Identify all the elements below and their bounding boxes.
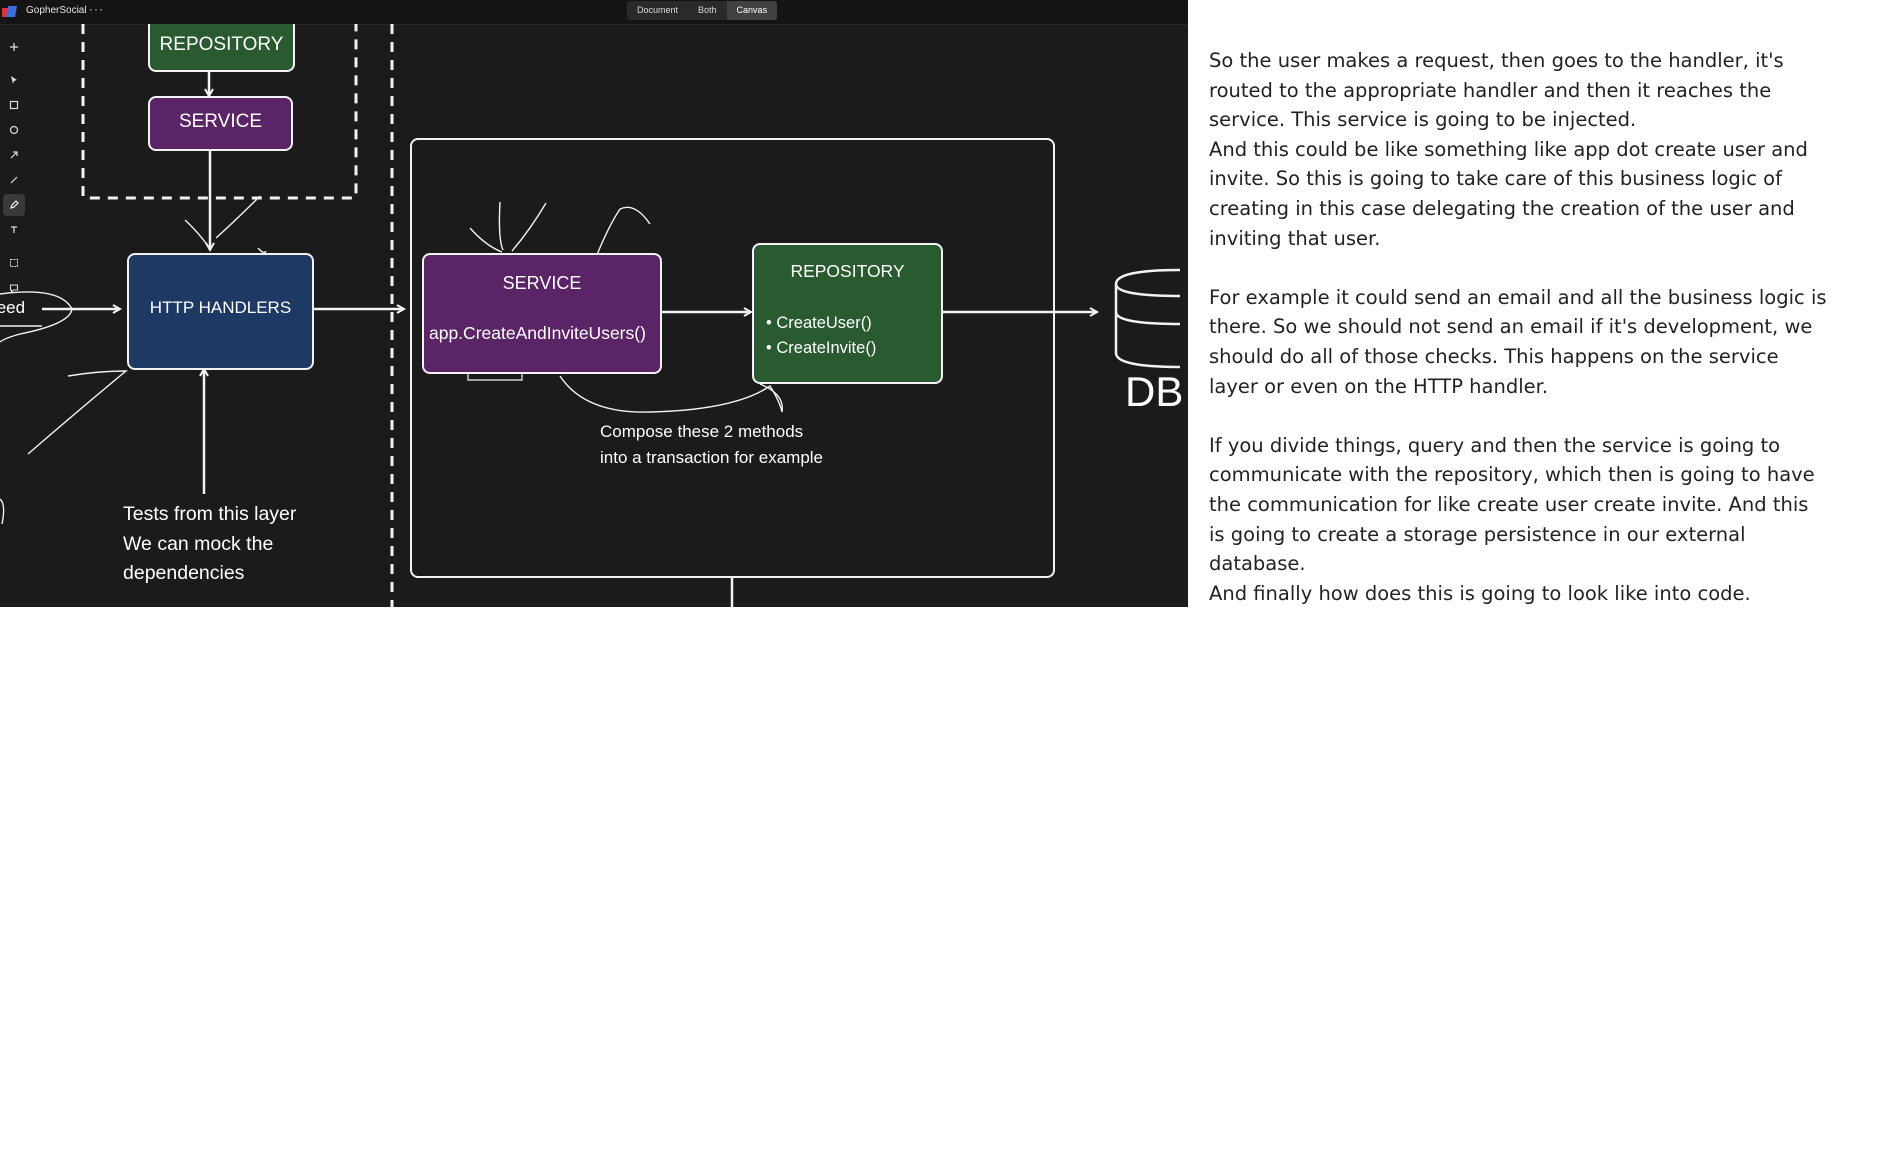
ellipse-icon[interactable] xyxy=(3,119,25,141)
compose-note-line-1: Compose these 2 methods xyxy=(600,422,804,441)
top-service-box[interactable] xyxy=(148,96,293,151)
app-logo-icon xyxy=(2,6,17,17)
db-label: DB xyxy=(1125,368,1184,415)
more-menu-icon[interactable]: ··· xyxy=(89,2,104,16)
repository-title: REPOSITORY xyxy=(790,261,905,281)
service-box[interactable] xyxy=(422,253,662,374)
tool-rail xyxy=(3,36,25,302)
app-window: GopherSocial ··· Document Both Canvas xyxy=(0,0,1188,607)
arrow-tool-icon[interactable] xyxy=(3,144,25,166)
tests-note-line-2: We can mock the xyxy=(123,533,274,555)
view-mode-tabs: Document Both Canvas xyxy=(627,1,778,20)
transcript-paragraph: If you divide things, query and then the… xyxy=(1209,433,1815,605)
select-arrow-icon[interactable] xyxy=(3,69,25,91)
service-title: SERVICE xyxy=(502,273,582,293)
pencil-icon[interactable] xyxy=(3,194,25,216)
tab-document[interactable]: Document xyxy=(637,5,679,15)
text-tool-icon[interactable] xyxy=(3,219,25,241)
tab-both[interactable]: Both xyxy=(698,5,717,15)
whiteboard-canvas[interactable]: REPOSITORY SERVICE feed HTTP HANDLERS SE… xyxy=(0,24,1188,607)
line-tool-icon[interactable] xyxy=(3,169,25,191)
transcript-panel: So the user makes a request, then goes t… xyxy=(1209,46,1829,638)
app-title: GopherSocial xyxy=(26,5,87,16)
repository-method-create-user: • CreateUser() xyxy=(766,314,872,332)
top-repository-box[interactable] xyxy=(148,24,295,72)
tab-canvas[interactable]: Canvas xyxy=(726,1,778,20)
top-bar: GopherSocial ··· Document Both Canvas xyxy=(0,0,1188,25)
tests-note-line-3: dependencies xyxy=(123,562,245,584)
frame-icon[interactable] xyxy=(3,252,25,274)
rectangle-icon[interactable] xyxy=(3,94,25,116)
top-repository-label: REPOSITORY xyxy=(159,34,284,55)
repository-method-create-invite: • CreateInvite() xyxy=(766,339,877,357)
transcript-paragraph: For example it could send an email and a… xyxy=(1209,285,1827,398)
comment-icon[interactable] xyxy=(3,277,25,299)
repository-box[interactable] xyxy=(752,243,943,384)
http-handlers-box[interactable] xyxy=(127,253,314,370)
http-handlers-label: HTTP HANDLERS xyxy=(149,298,292,317)
top-service-label: SERVICE xyxy=(178,111,263,132)
transcript-paragraph: So the user makes a request, then goes t… xyxy=(1209,49,1808,250)
plus-icon[interactable] xyxy=(3,36,25,58)
service-layer-frame[interactable] xyxy=(410,138,1055,578)
feed-fragment-label: feed xyxy=(0,298,26,317)
tests-note-line-1: Tests from this layer xyxy=(123,503,297,525)
service-method: app.CreateAndInviteUsers() xyxy=(429,323,646,343)
compose-note-line-2: into a transaction for example xyxy=(600,448,824,467)
